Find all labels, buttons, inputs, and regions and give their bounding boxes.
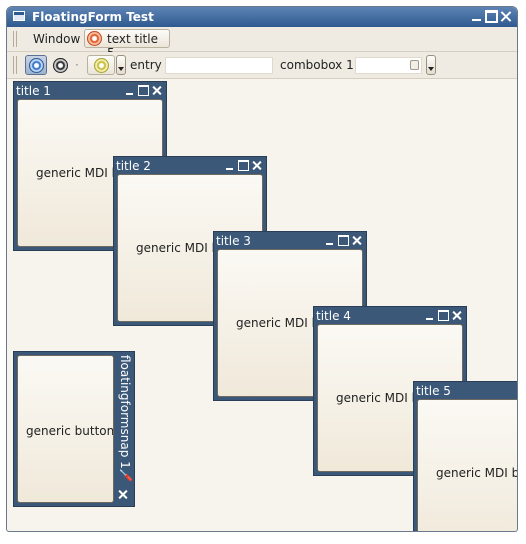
combobox-label: combobox 1 — [280, 58, 354, 72]
combobox-dropdown[interactable] — [426, 55, 436, 75]
mdi-window-5[interactable]: title 5 generic MDI button — [413, 381, 517, 531]
combobox-spin-icon[interactable] — [410, 60, 419, 70]
close-icon[interactable] — [152, 85, 163, 96]
yellow-swirl-button[interactable] — [87, 55, 115, 75]
mdi-window-title: title 3 — [216, 234, 251, 248]
mdi-window-controls — [324, 235, 363, 246]
close-icon[interactable] — [500, 10, 513, 23]
generic-mdi-button-label: generic MDI button — [436, 466, 517, 480]
menubar-grip[interactable] — [13, 31, 18, 47]
mdi-window-controls — [224, 160, 263, 171]
dark-swirl-icon — [53, 58, 68, 73]
maximize-icon[interactable] — [238, 160, 249, 171]
mdi-window-controls — [424, 310, 463, 321]
window-controls — [470, 10, 513, 23]
dark-swirl-button[interactable] — [49, 55, 71, 75]
close-icon[interactable] — [118, 489, 129, 500]
yellow-swirl-dropdown[interactable] — [116, 55, 126, 75]
mdi-window-title: title 2 — [116, 159, 151, 173]
menu-window[interactable]: Window — [33, 32, 81, 46]
yellow-swirl-icon — [94, 58, 109, 73]
maximize-icon[interactable] — [438, 310, 449, 321]
minimize-icon[interactable] — [224, 160, 235, 171]
blue-swirl-button[interactable] — [25, 55, 47, 75]
floating-form-snap[interactable]: generic button floatingformsnap 1 🪛 — [13, 351, 135, 507]
maximize-icon[interactable] — [138, 85, 149, 96]
maximize-icon[interactable] — [485, 10, 498, 23]
toolbar-separator-dot: · — [75, 58, 79, 72]
minimize-icon[interactable] — [124, 85, 135, 96]
window-title: FloatingForm Test — [32, 10, 154, 24]
snap-window-title: floatingformsnap 1 — [118, 355, 132, 469]
toolbar-grip[interactable] — [13, 56, 18, 74]
close-icon[interactable] — [352, 235, 363, 246]
mdi-window-title: title 1 — [16, 84, 51, 98]
mdi-area: title 1 generic MDI button title 2 gener… — [7, 79, 517, 531]
blue-swirl-icon — [29, 58, 44, 73]
mdi-window-title: title 4 — [316, 309, 351, 323]
generic-button[interactable]: generic button — [17, 355, 114, 503]
generic-button-label: generic button — [26, 424, 114, 438]
menubar: Window text title 5 — [7, 27, 517, 60]
main-window: FloatingForm Test Window text title 5 · … — [6, 6, 518, 532]
swirl-icon — [87, 31, 102, 46]
mdi-window-title: title 5 — [416, 384, 451, 398]
toolbar: · entry combobox 1 — [7, 52, 517, 79]
close-icon[interactable] — [452, 310, 463, 321]
minimize-icon[interactable] — [424, 310, 435, 321]
generic-mdi-button[interactable]: generic MDI button — [417, 399, 517, 531]
window-icon — [13, 11, 25, 21]
entry-input[interactable] — [165, 57, 273, 74]
window-titlebar[interactable]: FloatingForm Test — [7, 7, 517, 27]
entry-label: entry — [130, 58, 162, 72]
text-title-5-button[interactable]: text title 5 — [84, 29, 170, 60]
combobox-input[interactable] — [355, 57, 422, 74]
mdi-window-controls — [124, 85, 163, 96]
close-icon[interactable] — [252, 160, 263, 171]
pin-icon[interactable]: 🪛 — [119, 469, 133, 482]
maximize-icon[interactable] — [338, 235, 349, 246]
minimize-icon[interactable] — [324, 235, 335, 246]
minimize-icon[interactable] — [470, 10, 483, 23]
